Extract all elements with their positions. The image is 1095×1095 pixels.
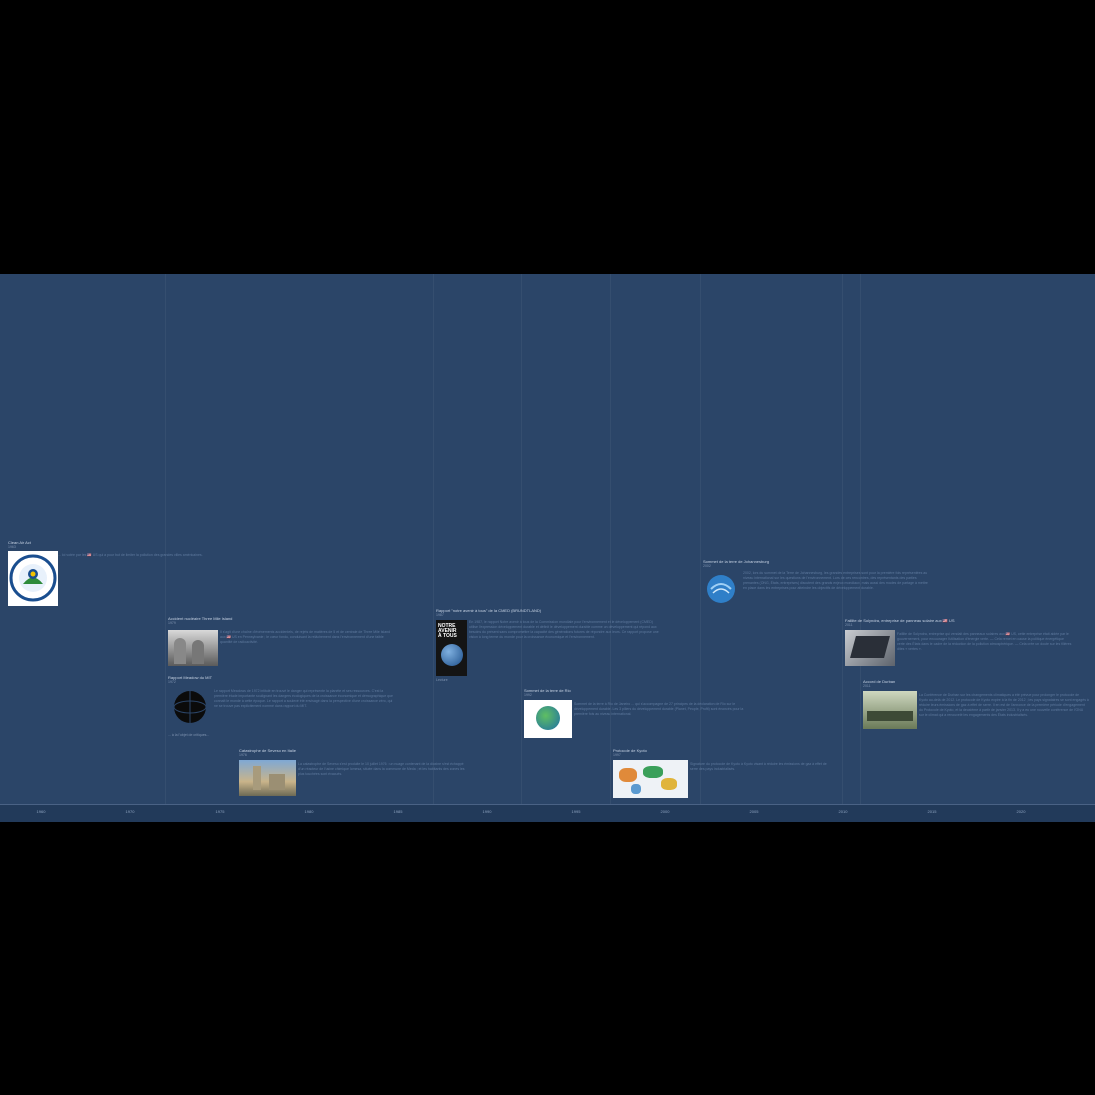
event-title: Rapport "notre avenir à tous" de la CMED…	[436, 608, 542, 613]
event-description: En 1987, le rapport Notre avenir à tous …	[469, 620, 659, 639]
event-three-mile-island[interactable]: Accident nucléaire Three Mile Island 197…	[168, 616, 390, 666]
event-year: 1979	[168, 621, 176, 625]
event-description: La catastrophe de Seveso s'est produite …	[298, 762, 465, 776]
event-year: 1963	[8, 545, 16, 549]
event-title: Faillite de Solyndra, entreprise de pann…	[845, 618, 955, 623]
event-description: ... loi votée par les 🇺🇸 US qui a pour b…	[58, 553, 203, 557]
rio-earth-summit-logo[interactable]	[524, 700, 572, 738]
club-of-rome-globe-icon	[173, 691, 207, 723]
timeline-gridline	[521, 274, 522, 804]
timeline-gridline	[165, 274, 166, 804]
event-description: Le rapport Meadows de 1972 intitulé en t…	[214, 689, 394, 708]
swirl-logo-icon	[707, 575, 735, 603]
axis-tick-label: 1980	[304, 809, 314, 814]
event-protocole-kyoto[interactable]: Protocole de Kyoto 1997 Signature du pro…	[613, 748, 827, 798]
event-rapport-brundtland[interactable]: Rapport "notre avenir à tous" de la CMED…	[436, 608, 659, 682]
timeline-gridline	[433, 274, 434, 804]
event-accord-durban[interactable]: Accord de Durban 2011 La Conférence de D…	[863, 679, 1089, 729]
timeline-axis[interactable]: 1960 1970 1975 1980 1985 1990 1995 2000 2005 2010…	[0, 804, 1095, 822]
axis-tick-label: 2015	[927, 809, 937, 814]
timeline-gridline	[610, 274, 611, 804]
event-year: 1992	[524, 693, 532, 697]
axis-tick-label: 2005	[749, 809, 759, 814]
axis-tick-label: 2000	[660, 809, 670, 814]
axis-tick-label: 1995	[571, 809, 581, 814]
event-year: 2011	[863, 684, 871, 688]
solar-panel-photo[interactable]	[845, 630, 895, 666]
epa-seal-thumbnail[interactable]	[8, 551, 58, 606]
axis-tick-label: 1960	[36, 809, 46, 814]
event-description: Sommet de la terre à Rio de Janeiro ... …	[574, 702, 744, 716]
event-rapport-meadow[interactable]: Rapport Meadow du MIT 1972 Le rapport Me…	[168, 675, 393, 737]
event-description: Signature du protocole de Kyoto à Kyoto …	[690, 762, 827, 771]
timeline-gridline	[860, 274, 861, 804]
event-title: Sommet de la terre de Rio	[524, 688, 571, 693]
event-description: Il s'agit d'une chaîne d'événements acci…	[220, 630, 391, 644]
axis-tick-label: 1990	[482, 809, 492, 814]
event-faillite-solyndra[interactable]: Faillite de Solyndra, entreprise de pann…	[845, 618, 1071, 666]
event-more-text: Lecture	[436, 678, 448, 682]
durban-conference-photo[interactable]	[863, 691, 917, 729]
event-title: Rapport Meadow du MIT	[168, 675, 213, 680]
event-year: 1987	[436, 613, 444, 617]
event-year: 1997	[613, 753, 621, 757]
johannesburg-summit-logo[interactable]	[703, 571, 739, 607]
event-title: Sommet de la terre de Johannesburg	[703, 559, 770, 564]
epa-seal-icon	[9, 554, 57, 602]
seveso-photo[interactable]	[239, 760, 296, 796]
event-sommet-rio[interactable]: Sommet de la terre de Rio 1992 Sommet de…	[524, 688, 743, 738]
event-year: 1972	[168, 680, 176, 684]
timeline-gridline	[842, 274, 843, 804]
axis-tick-label: 1985	[393, 809, 403, 814]
axis-tick-label: 2020	[1016, 809, 1026, 814]
axis-tick-label: 1975	[215, 809, 225, 814]
event-title: Accident nucléaire Three Mile Island	[168, 616, 233, 621]
three-mile-island-photo[interactable]	[168, 630, 218, 666]
event-title: Clean Air Act	[8, 540, 31, 545]
event-more-text: ... à la l'objet de critiques...	[168, 733, 210, 737]
event-description: Faillite de Solyndra, entreprise qui ven…	[897, 632, 1072, 651]
event-year: 2011	[845, 623, 853, 627]
event-clean-air-act[interactable]: Clean Air Act 1963 ... loi votée par les…	[8, 540, 203, 606]
timeline-gridline	[700, 274, 701, 804]
event-title: Accord de Durban	[863, 679, 896, 684]
event-title: Catastrophe de Seveso en Italie	[239, 748, 296, 753]
club-of-rome-logo[interactable]	[168, 687, 212, 727]
event-title: Protocole de Kyoto	[613, 748, 647, 753]
event-description: 2002, lors du sommet de la Terre de Joha…	[743, 571, 928, 590]
event-year: 2002	[703, 564, 711, 568]
axis-tick-label: 2010	[838, 809, 848, 814]
axis-tick-label: 1970	[125, 809, 135, 814]
event-year: 1976	[239, 753, 247, 757]
event-sommet-johannesburg[interactable]: Sommet de la terre de Johannesburg 2002 …	[703, 559, 928, 603]
timeline-canvas[interactable]: Clean Air Act 1963 ... loi votée par les…	[0, 274, 1095, 822]
event-seveso[interactable]: Catastrophe de Seveso en Italie 1976 La …	[239, 748, 465, 796]
kyoto-world-map[interactable]	[613, 760, 688, 798]
event-description: La Conférence de Durban sur les changeme…	[919, 693, 1089, 717]
